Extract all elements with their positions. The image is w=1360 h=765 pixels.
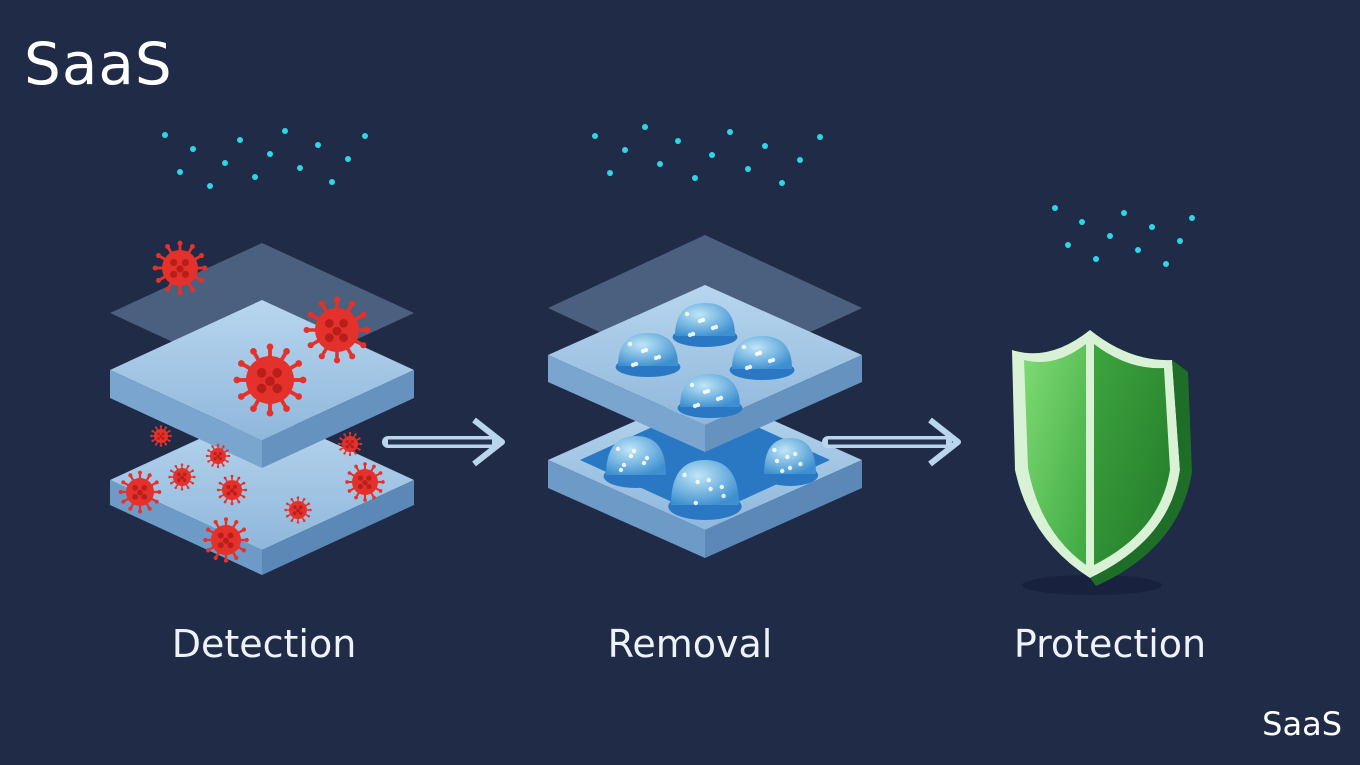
data-stream-dot [282,128,288,134]
data-stream-dot [1093,256,1099,262]
data-stream-dot [162,132,168,138]
virus-icon [152,240,208,296]
data-stream-dot [345,156,351,162]
data-stream-dot [675,138,681,144]
data-stream-dot [1149,224,1155,230]
data-stream-dot [727,129,733,135]
data-stream-dot [329,179,335,185]
data-stream-dot [252,174,258,180]
bubble-dome [672,303,738,347]
bubble-dome [668,460,742,520]
data-stream-dot [745,166,751,172]
data-stream-dot [297,165,303,171]
virus-icon [168,463,196,491]
data-stream-dot [622,147,628,153]
cleansing-bubbles [603,303,819,520]
data-stream-dot [779,180,785,186]
watermark-logo: SaaS [1262,705,1342,743]
data-stream-dot [267,151,273,157]
bubble-dome [677,374,743,418]
stage-label-removal: Removal [607,622,773,666]
arrow-icon [382,417,505,467]
data-stream-dot [1163,261,1169,267]
data-stream-dot [1135,247,1141,253]
virus-icon [284,496,312,524]
virus-icon [203,517,249,563]
shield-icon [1012,330,1192,595]
data-stream-dot [692,175,698,181]
virus-icon [337,431,363,457]
removal-data-streams [592,124,823,322]
virus-icon [205,443,231,469]
data-stream-dot [1121,210,1127,216]
data-stream-dot [817,134,823,140]
virus-icon [233,343,307,417]
data-stream-dot [657,161,663,167]
virus-icon [216,474,248,506]
data-stream-dot [362,133,368,139]
data-stream-dot [1107,233,1113,239]
data-stream-dot [1079,219,1085,225]
data-stream-dot [1052,205,1058,211]
data-stream-dot [222,160,228,166]
stage-label-protection: Protection [1013,622,1207,666]
data-stream-dot [190,146,196,152]
data-stream-dot [207,183,213,189]
data-stream-dot [797,157,803,163]
data-stream-dot [315,142,321,148]
bubble-dome [729,336,795,380]
virus-icons [118,240,385,563]
virus-icon [150,425,172,447]
data-stream-dot [762,143,768,149]
page-title: SaaS [24,30,173,98]
bubble-dome [615,333,681,377]
detection-layers-icon [110,243,414,575]
stage-label-detection: Detection [171,622,357,666]
data-stream-dot [1189,215,1195,221]
data-stream-dot [709,152,715,158]
virus-icon [303,296,371,364]
data-stream-dot [237,137,243,143]
bubble-dome [603,436,669,488]
data-stream-dot [1065,242,1071,248]
data-stream-dot [1177,238,1183,244]
data-stream-dot [177,169,183,175]
virus-icon [345,462,385,502]
bubble-dome [761,438,819,487]
data-stream-dot [607,170,613,176]
virus-icon [118,470,162,514]
data-stream-dot [592,133,598,139]
data-stream-dot [642,124,648,130]
arrow-icon [822,417,961,467]
